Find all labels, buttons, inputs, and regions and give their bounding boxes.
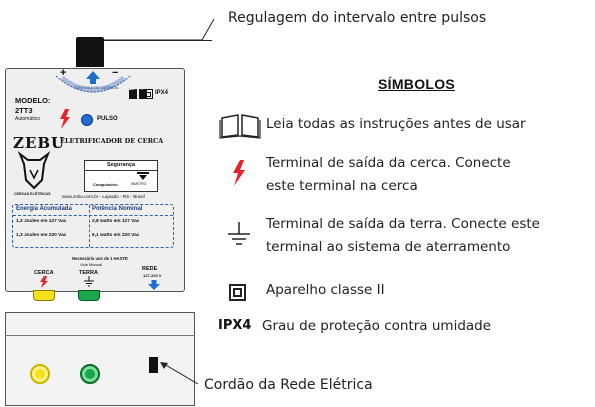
symbols-title: SÍMBOLOS <box>378 76 456 92</box>
cow-logo-icon <box>17 151 51 190</box>
cadence-dial-label: CONTROLE DE CADÊNCIA <box>74 86 119 90</box>
earth-icon <box>228 222 250 245</box>
class2-icon <box>229 284 246 301</box>
callout-interval-label: Regulagem do intervalo entre pulsos <box>228 10 487 26</box>
class2-text: Aparelho classe II <box>266 282 385 298</box>
pulse-label: PULSO <box>97 116 118 122</box>
rede-label: REDE <box>142 266 158 272</box>
model-label: MODELO: <box>15 96 51 105</box>
inmetro-icon <box>137 172 149 180</box>
manual-icon-small <box>129 89 147 99</box>
brand-name: ZEBU <box>13 134 66 152</box>
safety-seal: Segurança Compulsório INMETRO <box>84 160 158 192</box>
model-value: 2TT3 <box>15 106 33 115</box>
earth-text-1: Terminal de saída da terra. Conecte este <box>266 216 540 232</box>
rede-voltage: 127-220 V <box>143 273 162 278</box>
footer-note: Necessário uso de 1 HASTE <box>72 256 128 261</box>
fence-text-1: Terminal de saída da cerca. Conecte <box>266 155 511 171</box>
logo-caption: CERCAS ELÉTRICAS <box>14 192 51 196</box>
ipx4-small: IPX4 <box>155 90 169 96</box>
fence-text-2: este terminal na cerca <box>266 178 418 194</box>
footer-sub: Vide Manual <box>80 262 103 267</box>
earth-text-2: terminal ao sistema de aterramento <box>266 239 511 255</box>
callout-pointer-bottom <box>160 362 199 385</box>
earth-terminal-side[interactable] <box>80 364 100 384</box>
power-cord <box>149 357 158 373</box>
fence-bolt-icon-tiny <box>40 276 48 288</box>
energy-header: Energia Acumulada <box>16 206 72 212</box>
product-name: ELETRIFICADOR DE CERCA <box>60 137 164 145</box>
fence-bolt-icon <box>233 160 245 186</box>
ipx4-text: Grau de proteção contra umidade <box>262 318 492 334</box>
device-side-view <box>5 312 195 406</box>
manual-icon <box>219 114 261 139</box>
terra-label: TERRA <box>79 270 98 276</box>
earth-terminal-cap[interactable] <box>78 290 100 301</box>
fence-terminal-cap[interactable] <box>33 290 55 301</box>
energy-220: 1,3 Joules em 220 Vac <box>16 233 67 238</box>
ipx4-label: IPX4 <box>218 318 252 333</box>
seal-sub: Compulsório <box>93 182 118 187</box>
seal-title: Segurança <box>106 162 136 168</box>
fence-bolt-icon-small <box>60 109 70 129</box>
interval-knob[interactable] <box>76 37 104 67</box>
plus-sign: + <box>60 67 67 79</box>
model-sub: Automático <box>15 116 41 122</box>
class2-icon-small <box>143 89 153 99</box>
power-220: 6,1 watts em 220 Vac <box>92 233 140 238</box>
seal-org: INMETRO <box>131 182 147 186</box>
website: www.zebu.com.br - Lajeado - RS - Brasil <box>62 194 145 199</box>
cerca-label: CERCA <box>34 270 54 276</box>
power-127: 2,8 watts em 127 Vac <box>92 219 140 224</box>
fence-terminal-side[interactable] <box>30 364 50 384</box>
manual-text: Leia todas as instruções antes de usar <box>266 116 526 132</box>
callout-cord-label: Cordão da Rede Elétrica <box>204 377 373 393</box>
side-view-divider <box>5 335 195 336</box>
pulse-led <box>81 114 93 126</box>
energy-127: 1,3 Joules em 127 Vac <box>16 219 67 224</box>
specs-box <box>12 204 174 248</box>
earth-icon-tiny <box>84 276 94 287</box>
cadence-dial[interactable] <box>48 68 138 104</box>
power-header: Potência Nominal <box>92 206 143 212</box>
down-arrow-icon <box>148 280 160 290</box>
minus-sign: − <box>112 67 119 79</box>
up-arrow-icon <box>86 71 100 84</box>
callout-pointer-top <box>104 18 215 41</box>
